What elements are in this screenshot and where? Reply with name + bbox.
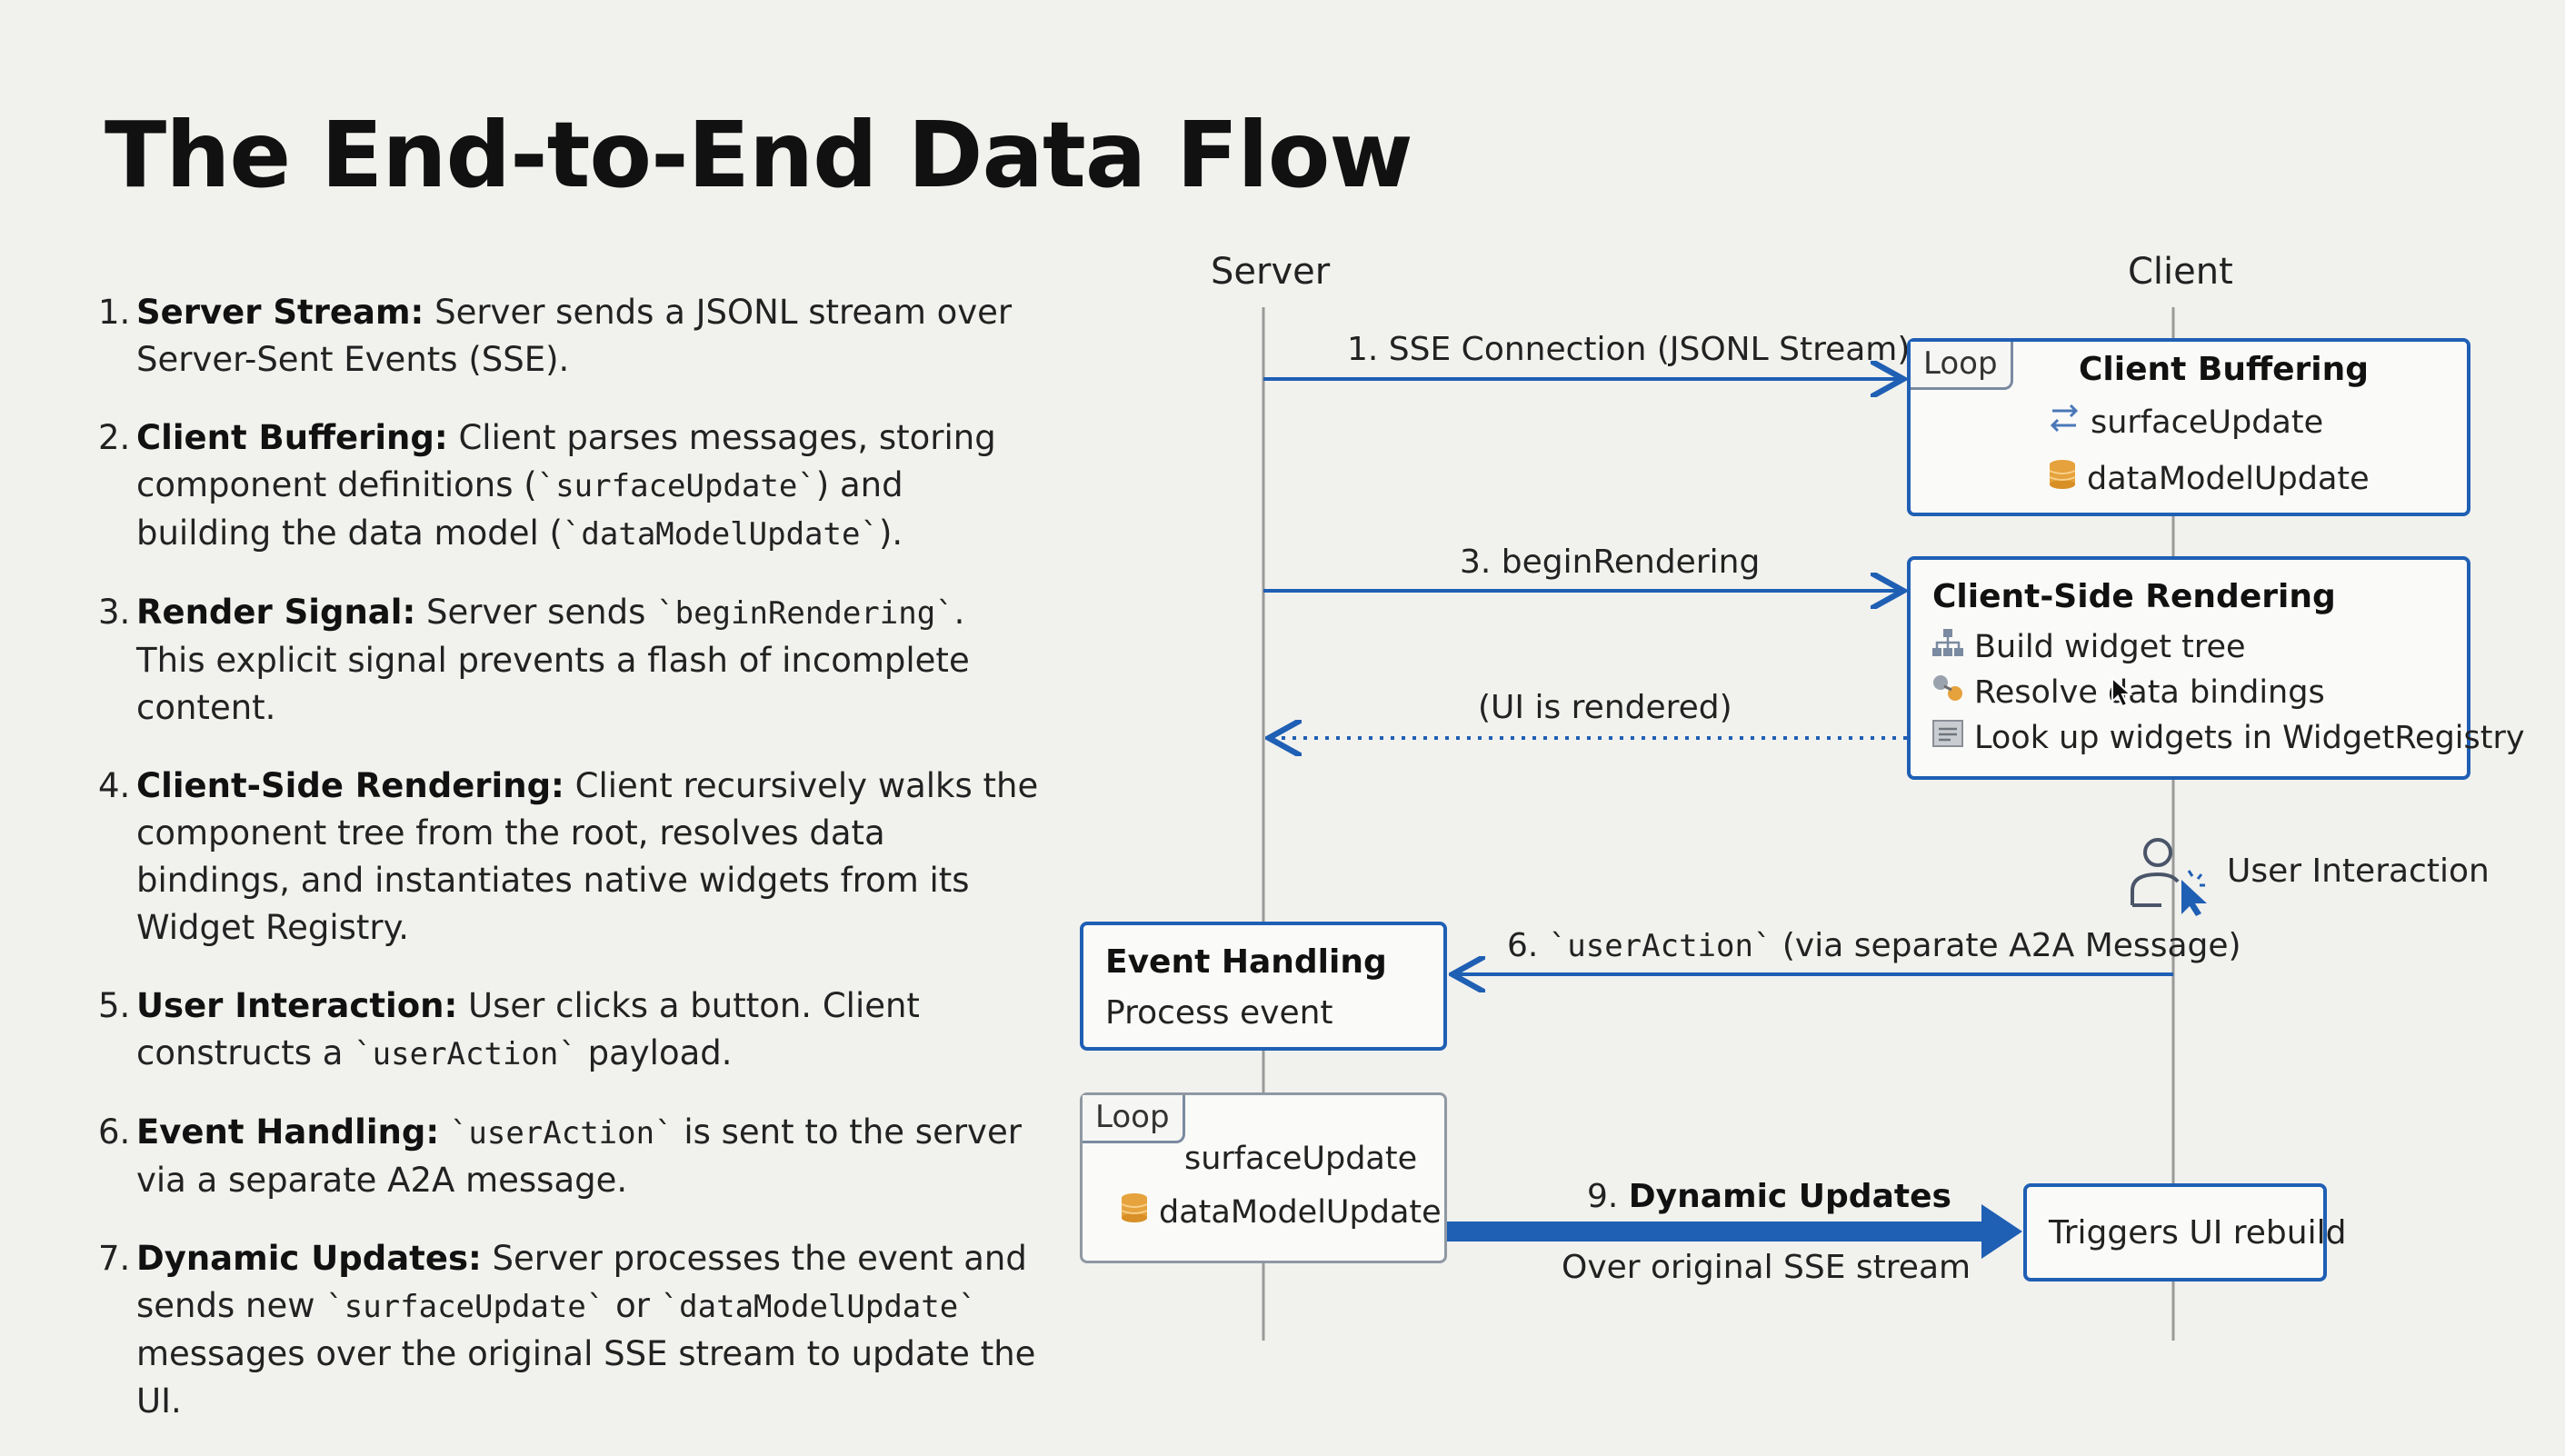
cr-item-resolve-bindings: Resolve data bindings	[1931, 673, 2325, 712]
cb-item-surfaceupdate: surfaceUpdate	[2047, 402, 2323, 443]
step-heading: Dynamic Updates:	[136, 1239, 482, 1278]
step-code: `dataModelUpdate`	[660, 1289, 977, 1325]
step-fragment: Server sends a JSONL stream over Server-…	[136, 293, 1013, 379]
step-number: 2.	[98, 418, 131, 457]
link-icon	[1931, 673, 1965, 712]
page-title: The End-to-End Data Flow	[105, 102, 1413, 208]
step-heading: Client-Side Rendering:	[136, 766, 564, 805]
step-number: 4.	[98, 766, 131, 805]
user-interaction-icon	[2125, 833, 2216, 920]
step-item: 5.User Interaction: User clicks a button…	[98, 982, 1043, 1078]
msg6-prefix: 6.	[1507, 927, 1549, 964]
step-heading: Client Buffering:	[136, 418, 448, 457]
msg9-title: Dynamic Updates	[1628, 1178, 1951, 1215]
step-text: Event Handling: `userAction` is sent to …	[136, 1109, 1043, 1204]
server-lane-title: Server	[1211, 251, 1331, 293]
step-number: 7.	[98, 1239, 131, 1278]
step-code: `surfaceUpdate`	[325, 1289, 605, 1325]
step-item: 1.Server Stream: Server sends a JSONL st…	[98, 289, 1043, 384]
msg9-label: 9. Dynamic Updates	[1587, 1178, 1951, 1215]
msg3-label: 3. beginRendering	[1460, 544, 1761, 581]
loop-tag: Loop	[1911, 342, 2013, 390]
step-code: `beginRendering`	[656, 595, 954, 632]
triggers-ui-rebuild-box: Triggers UI rebuild	[2023, 1183, 2346, 1281]
client-buffering-title: Client Buffering	[2079, 351, 2370, 388]
step-fragment: Client parses messages, storing componen…	[136, 418, 996, 504]
step-fragment: ).	[878, 514, 903, 553]
msg9-arrowhead	[1981, 1204, 2022, 1259]
client-lane-title: Client	[2128, 251, 2233, 293]
step-text: Server Stream: Server sends a JSONL stre…	[136, 289, 1043, 384]
step-heading: Server Stream:	[136, 293, 424, 332]
step-fragment: Client recursively walks the component t…	[136, 766, 1039, 947]
swap-arrows-icon	[2047, 402, 2081, 443]
server-loop-tag: Loop	[1083, 1095, 1185, 1143]
step-code: `dataModelUpdate`	[562, 516, 879, 553]
msg6-label: 6. `userAction` (via separate A2A Messag…	[1507, 927, 2241, 964]
mouse-cursor-icon	[2111, 675, 2134, 713]
rendered-label: (UI is rendered)	[1478, 689, 1732, 726]
sl-item-datamodelupdate: dataModelUpdate	[1119, 1192, 1442, 1232]
cr-item1-label: Build widget tree	[1974, 628, 2246, 665]
triggers-label: Triggers UI rebuild	[2049, 1214, 2347, 1252]
step-fragment: . This explicit signal prevents a flash …	[136, 593, 970, 727]
database-icon	[2047, 458, 2078, 499]
server-loop-box: Loop surfaceUpdate dataModelUpdate	[1080, 1092, 1447, 1263]
cr-item2-label: Resolve data bindings	[1974, 673, 2325, 711]
step-fragment: is sent to the server via a separate A2A…	[136, 1112, 1022, 1200]
step-code: `userAction`	[354, 1036, 577, 1072]
step-number: 3.	[98, 593, 131, 632]
step-heading: Render Signal:	[136, 593, 416, 632]
step-text: Client-Side Rendering: Client recursivel…	[136, 763, 1043, 952]
step-fragment: payload.	[576, 1033, 733, 1072]
msg9-prefix: 9.	[1587, 1178, 1629, 1215]
user-interaction-label: User Interaction	[2227, 853, 2490, 890]
step-fragment: Server sends	[415, 593, 657, 632]
step-fragment: or	[604, 1286, 661, 1325]
event-handling-box: Event Handling Process event	[1080, 922, 1447, 1051]
hierarchy-icon	[1931, 627, 1965, 666]
cb-item2-label: dataModelUpdate	[2087, 460, 2370, 497]
step-text: User Interaction: User clicks a button. …	[136, 982, 1043, 1078]
cb-item-datamodelupdate: dataModelUpdate	[2047, 458, 2370, 499]
database-icon	[1119, 1192, 1150, 1232]
msg1-label: 1. SSE Connection (JSONL Stream)	[1347, 331, 1911, 368]
client-buffering-box: Loop Client Buffering surfaceUpdate data…	[1907, 338, 2470, 516]
step-fragment: Server processes the event and sends new	[136, 1239, 1027, 1325]
client-rendering-title: Client-Side Rendering	[1932, 578, 2336, 615]
msg6-suffix: (via separate A2A Message)	[1772, 927, 2241, 964]
msg9-sub-label: Over original SSE stream	[1562, 1249, 1971, 1286]
client-rendering-box: Client-Side Rendering Build widget tree …	[1907, 556, 2525, 780]
cr-item3-label: Look up widgets in WidgetRegistry	[1974, 719, 2525, 756]
step-code: `userAction`	[449, 1115, 674, 1152]
sl-item2-label: dataModelUpdate	[1159, 1193, 1442, 1231]
step-item: 4.Client-Side Rendering: Client recursiv…	[98, 763, 1043, 952]
event-handling-title: Event Handling	[1105, 943, 1387, 981]
msg6-code: `userAction`	[1548, 928, 1772, 964]
step-item: 6.Event Handling: `userAction` is sent t…	[98, 1109, 1043, 1204]
step-number: 5.	[98, 986, 131, 1025]
step-heading: Event Handling:	[136, 1112, 440, 1152]
step-text: Render Signal: Server sends `beginRender…	[136, 589, 1043, 732]
step-heading: User Interaction:	[136, 986, 458, 1025]
cr-item-lookup-registry: Look up widgets in WidgetRegistry	[1931, 718, 2525, 757]
registry-icon	[1931, 718, 1965, 757]
cb-item1-label: surfaceUpdate	[2091, 404, 2324, 441]
cr-item-build-tree: Build widget tree	[1931, 627, 2246, 666]
step-fragment: ) and building the data model (	[136, 465, 903, 553]
sl-item1-label: surfaceUpdate	[1184, 1141, 1418, 1177]
step-number: 1.	[98, 293, 131, 332]
event-handling-sub: Process event	[1105, 994, 1333, 1032]
step-code: `surfaceUpdate`	[536, 468, 816, 504]
step-item: 3.Render Signal: Server sends `beginRend…	[98, 589, 1043, 732]
step-fragment: User clicks a button. Client constructs …	[136, 986, 920, 1072]
step-text: Client Buffering: Client parses messages…	[136, 414, 1043, 558]
step-number: 6.	[98, 1112, 131, 1152]
step-item: 2.Client Buffering: Client parses messag…	[98, 414, 1043, 558]
